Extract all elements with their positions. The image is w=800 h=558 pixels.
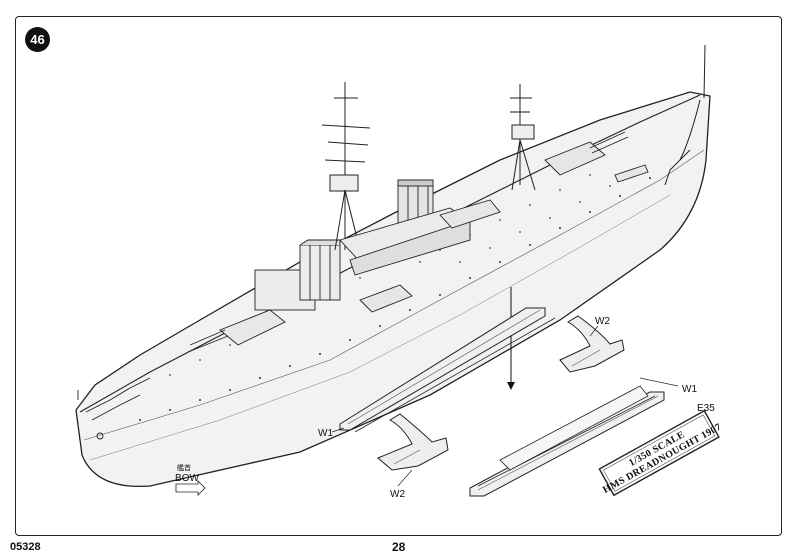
bow-label: BOW [175,473,199,484]
fore-mast [321,82,371,251]
stand-cradle-w2-upper [559,315,625,373]
stern-flagstaff [664,44,706,186]
stand-rail-w1-lower [469,391,665,497]
label-e35: E35 [697,403,715,414]
product-code: 05328 [10,541,41,553]
page-border [15,16,782,536]
midship-deckhouse [339,207,471,276]
bow-fittings [77,377,151,440]
aft-turrets [544,131,649,183]
label-w1-right: W1 [682,384,697,395]
wing-turrets [359,199,501,313]
step-number-badge: 46 [25,27,50,52]
main-mast [510,84,536,191]
stand-rail-w1-upper [339,307,546,431]
forward-turret [187,309,286,353]
label-w2-bottom: W2 [390,489,405,500]
bow-label-cn: 艦首 [177,463,191,472]
stand-cradle-w2-lower [377,413,449,471]
bow-direction-arrow [175,480,206,496]
label-w1-left: W1 [318,428,333,439]
label-w2-top: W2 [595,316,610,327]
page-number: 28 [392,540,406,554]
fore-superstructure [254,239,341,311]
stand-base-plate [354,317,656,487]
